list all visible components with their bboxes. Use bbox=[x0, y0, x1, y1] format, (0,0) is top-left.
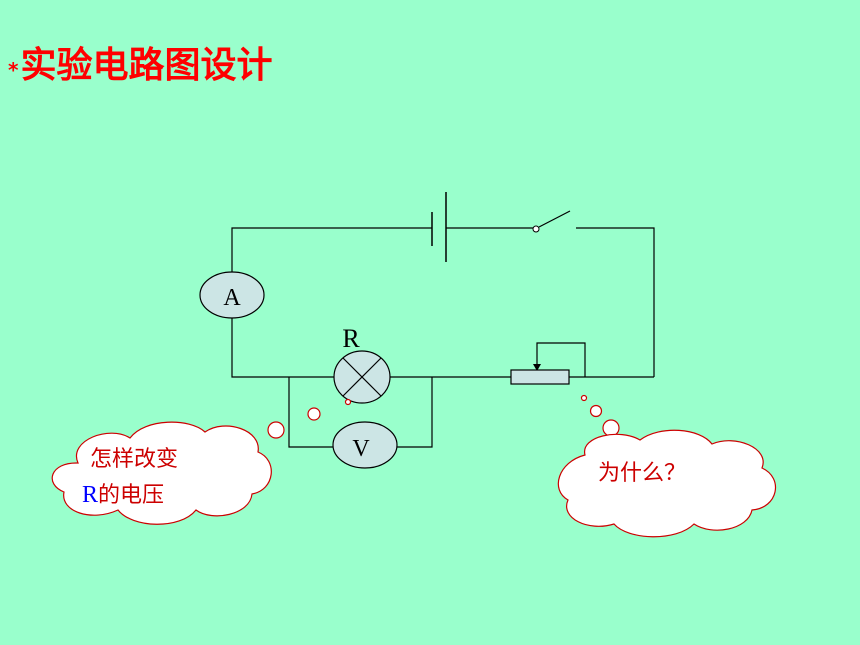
title-row: * 实验电路图设计 bbox=[8, 46, 272, 86]
switch bbox=[532, 210, 571, 233]
rheostat-slider-arrow bbox=[533, 364, 541, 371]
title-prefix: * bbox=[8, 57, 19, 82]
voltmeter-label: V bbox=[352, 436, 370, 462]
rheostat bbox=[510, 369, 570, 385]
wire-top-left bbox=[231, 227, 432, 272]
bubble-left-rest: 的电压 bbox=[98, 483, 165, 508]
wire-left-bottom bbox=[231, 318, 334, 378]
ammeter: A bbox=[199, 271, 265, 319]
battery bbox=[431, 192, 447, 262]
ammeter-label: A bbox=[223, 285, 241, 311]
wire-voltmeter-right bbox=[397, 377, 433, 448]
bubble-right-text: 为什么？ bbox=[598, 461, 687, 486]
bubble-left-line1: 怎样改变 bbox=[90, 447, 179, 472]
thought-bubble-right bbox=[557, 394, 777, 538]
bubble-left-line2: R的电压 bbox=[82, 480, 164, 511]
thought-bubble-left bbox=[51, 398, 352, 525]
wire-voltmeter-left bbox=[288, 377, 333, 448]
wire-rheostat-slider bbox=[536, 342, 586, 377]
voltmeter: V bbox=[332, 421, 398, 469]
lamp-label: R bbox=[342, 324, 360, 353]
wire-top-right bbox=[576, 227, 655, 377]
lamp: R bbox=[333, 324, 391, 404]
circuit-wires bbox=[231, 227, 655, 448]
bubble-left-highlight: R bbox=[82, 482, 99, 508]
page-title: 实验电路图设计 bbox=[20, 45, 273, 86]
